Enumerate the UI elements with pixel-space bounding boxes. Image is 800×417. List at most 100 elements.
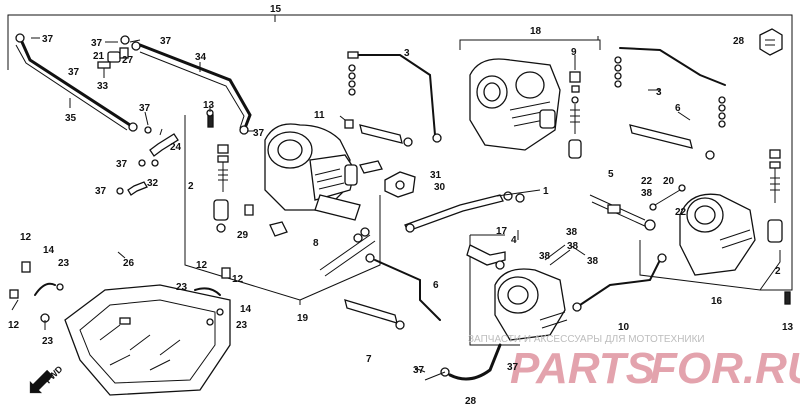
hose-10 <box>572 253 667 312</box>
watermark-logo-left: PARTS <box>510 344 655 393</box>
part-label: 22 <box>675 207 687 218</box>
part-label: 16 <box>711 296 723 307</box>
part-label: 3 <box>656 87 662 98</box>
part-label: 13 <box>782 322 794 333</box>
hose-14-left <box>9 261 64 323</box>
carburetor-18 <box>469 58 561 151</box>
part-label: 38 <box>641 188 653 199</box>
pins-38 <box>544 244 586 266</box>
part-label: 37 <box>95 186 107 197</box>
part-label: 32 <box>147 178 159 189</box>
part-label: 28 <box>733 36 745 47</box>
part-label: 17 <box>496 226 508 237</box>
part-label: 10 <box>618 322 630 333</box>
part-label: 38 <box>587 256 599 267</box>
carburetor-left <box>264 123 361 221</box>
part-label: 6 <box>675 103 681 114</box>
part-label: 31 <box>430 170 442 181</box>
part-label: 3 <box>404 48 410 59</box>
part-label: 12 <box>8 320 20 331</box>
clip-37 <box>144 126 152 134</box>
hose-34 <box>131 41 252 135</box>
watermark-logo-right: FOR.RU <box>650 344 800 393</box>
part-label: 15 <box>270 4 282 15</box>
part-label: 33 <box>97 81 109 92</box>
part-label: 38 <box>566 227 578 238</box>
part-label: 27 <box>122 55 134 66</box>
part-label: 37 <box>42 34 54 45</box>
carburetor-17 <box>494 268 568 341</box>
part-label: 38 <box>567 241 579 252</box>
rod-3-top <box>347 51 442 143</box>
part-label: 19 <box>297 313 309 324</box>
part-label: 13 <box>203 100 215 111</box>
rod-5 <box>589 194 656 231</box>
part-label: 23 <box>42 336 54 347</box>
part-label: 37 <box>253 128 265 139</box>
part-label: 37 <box>68 67 80 78</box>
part-label: 35 <box>65 113 77 124</box>
assembly-15-bracket <box>7 14 793 291</box>
screw-13-right <box>784 291 791 305</box>
part-label: 37 <box>116 159 128 170</box>
t-joint-32 <box>116 181 148 196</box>
hose-28-bottom <box>440 343 502 381</box>
part-label: 23 <box>176 282 188 293</box>
part-label: 4 <box>511 235 517 246</box>
part-label: 38 <box>539 251 551 262</box>
leader-lines <box>11 37 691 381</box>
part-label: 14 <box>240 304 252 315</box>
jet-9 <box>568 71 582 159</box>
part-label: 29 <box>237 230 249 241</box>
clip-37 <box>138 159 146 167</box>
linkage-1 <box>404 191 525 233</box>
carburetor-16 <box>679 193 756 276</box>
part-label: 1 <box>543 186 549 197</box>
hose-35 <box>15 33 138 132</box>
fitting-21-27 <box>97 35 130 78</box>
part-label: 20 <box>663 176 675 187</box>
part-label: 11 <box>314 110 325 121</box>
part-label: 2 <box>188 181 194 192</box>
part-labels: 15 37 37 37 21 27 37 33 34 35 37 13 37 2… <box>8 4 794 407</box>
forward-arrow-icon <box>29 369 54 394</box>
assembly-19-bracket <box>184 115 381 305</box>
part-label: 7 <box>366 354 372 365</box>
linkage-7 <box>344 299 405 330</box>
linkage-11 <box>344 119 413 147</box>
part-label: 28 <box>465 396 477 407</box>
part-label: 23 <box>236 320 248 331</box>
spring-20 <box>649 184 686 211</box>
linkage-6-center <box>365 253 441 321</box>
part-label: 26 <box>123 258 135 269</box>
part-label: 37 <box>413 365 425 376</box>
part-label: 12 <box>232 274 244 285</box>
part-label: 22 <box>641 176 653 187</box>
jet-needle-2-left <box>213 144 229 233</box>
part-label: 30 <box>434 182 446 193</box>
fwd-label: FWD <box>43 364 65 386</box>
part-label: 14 <box>43 245 55 256</box>
assembly-18-bracket <box>459 39 601 50</box>
float-bowl-26 <box>64 284 231 396</box>
part-label: 6 <box>433 280 439 291</box>
part-label: 12 <box>196 260 208 271</box>
part-28-top <box>759 28 783 56</box>
assembly-16-bracket <box>639 240 781 291</box>
hose-14-right <box>194 267 231 326</box>
part-label: 37 <box>507 362 519 373</box>
part-label: 37 <box>139 103 151 114</box>
throttle-drum-30-31 <box>359 160 416 198</box>
part-label: 12 <box>20 232 32 243</box>
jet-2-right <box>767 149 783 243</box>
part-label: 18 <box>530 26 542 37</box>
part-label: 9 <box>571 47 577 58</box>
t-joint-24 <box>149 128 179 167</box>
watermark-caption: ЗАПЧАСТИ И АКСЕССУАРЫ ДЛЯ МОТОТЕХНИКИ <box>468 334 705 345</box>
part-label: 21 <box>93 51 105 62</box>
part-label: 2 <box>775 266 781 277</box>
clip-29 <box>244 204 288 237</box>
assembly-17-bracket <box>469 235 520 346</box>
